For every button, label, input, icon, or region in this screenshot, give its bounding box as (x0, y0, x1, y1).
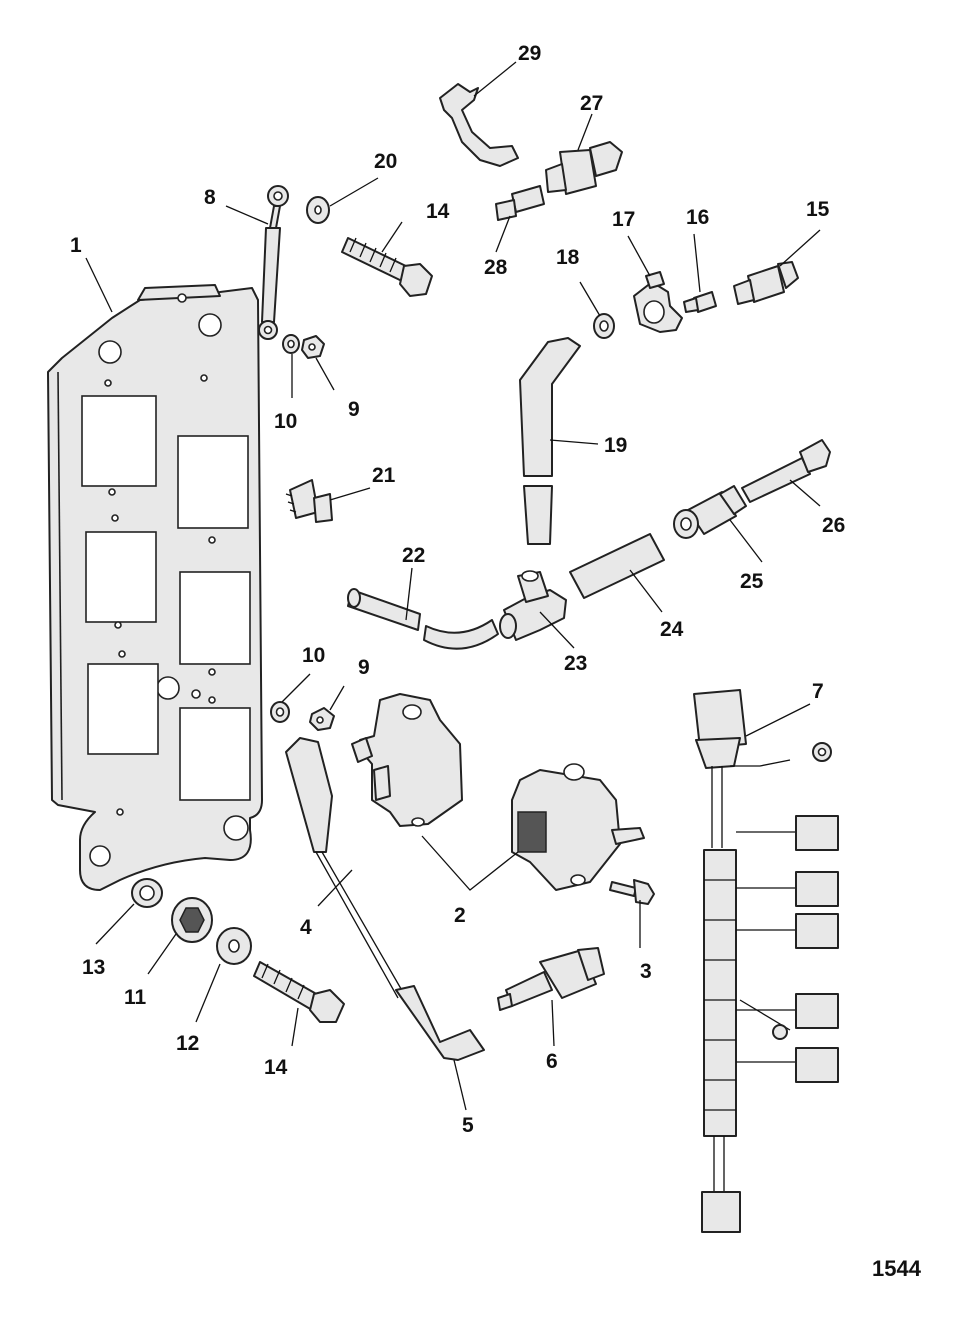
bolt-upper (341, 237, 433, 297)
hose-24 (569, 533, 665, 599)
wire-harness (693, 689, 839, 1233)
ignition-coil-upper (351, 693, 463, 827)
callout-5: 5 (462, 1114, 474, 1137)
callout-25: 25 (740, 570, 764, 593)
mounting-plate (47, 284, 263, 891)
callout-6: 6 (546, 1050, 558, 1073)
hose-clamp-18 (593, 313, 615, 339)
washer-nut-upper (282, 334, 325, 359)
callouts: 1 8 20 14 10 9 21 29 27 28 18 17 16 15 1… (70, 42, 845, 1137)
callout-18: 18 (556, 246, 580, 269)
hose-clamp-17 (633, 271, 683, 333)
callout-15: 15 (806, 198, 830, 221)
pressure-sensor-15 (733, 261, 799, 305)
fitting-16 (683, 291, 717, 313)
connector-25 (673, 485, 747, 539)
callout-23: 23 (564, 652, 587, 675)
callout-12: 12 (176, 1032, 199, 1055)
washer-lower (216, 927, 252, 965)
callout-10-lower: 10 (302, 644, 325, 667)
grommet (131, 878, 163, 908)
callout-8: 8 (204, 186, 216, 209)
hose-19 (519, 337, 581, 545)
plug-seal (171, 897, 213, 943)
callout-29: 29 (518, 42, 541, 65)
hose-22 (347, 588, 499, 650)
callout-11: 11 (124, 986, 147, 1009)
tube-26 (741, 439, 831, 503)
spark-plug (497, 947, 605, 1011)
coil-screw (609, 879, 655, 905)
callout-14-upper: 14 (426, 200, 450, 223)
callout-26: 26 (822, 514, 845, 537)
callout-10-upper: 10 (274, 410, 297, 433)
callout-9-upper: 9 (348, 398, 360, 421)
spark-plug-lead (285, 737, 485, 1061)
callout-17: 17 (612, 208, 635, 231)
ignition-coil-lower (511, 763, 645, 891)
callout-14-lower: 14 (264, 1056, 288, 1079)
pressure-sensor-upper (545, 141, 623, 195)
callout-21: 21 (372, 464, 396, 487)
callout-20: 20 (374, 150, 397, 173)
callout-16: 16 (686, 206, 709, 229)
hose-clamp-upper (439, 83, 519, 167)
ground-strap (258, 185, 289, 340)
bolt-lower (253, 961, 345, 1023)
tee-fitting (499, 570, 567, 641)
leader-lines (85, 61, 821, 1111)
callout-24: 24 (660, 618, 684, 641)
flat-washer (306, 196, 330, 224)
callout-9-lower: 9 (358, 656, 370, 679)
callout-13: 13 (82, 956, 105, 979)
callout-3: 3 (640, 960, 652, 983)
push-clip (285, 479, 333, 523)
figure-number: 1544 (872, 1256, 922, 1281)
callout-22: 22 (402, 544, 425, 567)
callout-19: 19 (604, 434, 627, 457)
callout-1: 1 (70, 234, 82, 257)
fitting-upper (495, 185, 545, 221)
callout-4: 4 (300, 916, 312, 939)
callout-27: 27 (580, 92, 603, 115)
callout-28: 28 (484, 256, 508, 279)
callout-2: 2 (454, 904, 466, 927)
washer-nut-lower (270, 701, 335, 731)
callout-7: 7 (812, 680, 824, 703)
